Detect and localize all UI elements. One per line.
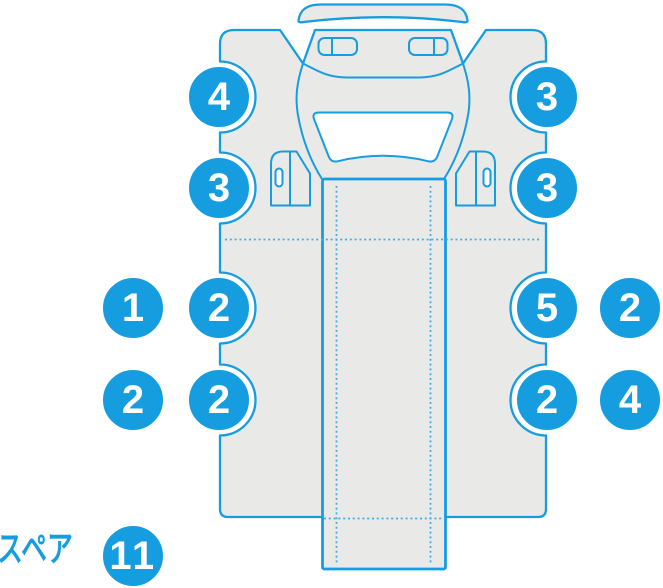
a-pillar-right-line (443, 62, 471, 180)
cargo-bed (321, 177, 447, 571)
spare-tire-label: スペア (0, 528, 73, 569)
tire-count-badge: 2 (514, 367, 580, 433)
tire-count-badge: 5 (514, 275, 580, 341)
tire-count-badge: 2 (597, 275, 663, 341)
roof-window-left (317, 37, 358, 56)
roof-spoiler (297, 3, 469, 24)
tire-count-badge: 2 (186, 275, 252, 341)
a-pillar-left-line (295, 62, 323, 180)
roof-window-right (408, 37, 449, 56)
tire-count-badge: 3 (514, 155, 580, 221)
door-left-handle (274, 167, 284, 188)
windshield (312, 111, 454, 163)
tire-count-badge: 11 (100, 523, 166, 588)
tire-count-badge: 1 (100, 275, 166, 341)
cowl-line (302, 62, 464, 79)
door-right (455, 150, 496, 207)
tire-count-badge: 2 (100, 367, 166, 433)
door-right-handle (482, 167, 492, 188)
door-left (270, 150, 311, 207)
tire-count-badge: 3 (186, 155, 252, 221)
tire-count-badge: 4 (597, 367, 663, 433)
tire-count-badge: 3 (514, 64, 580, 130)
tire-count-badge: 2 (186, 367, 252, 433)
tire-count-badge: 4 (186, 64, 252, 130)
